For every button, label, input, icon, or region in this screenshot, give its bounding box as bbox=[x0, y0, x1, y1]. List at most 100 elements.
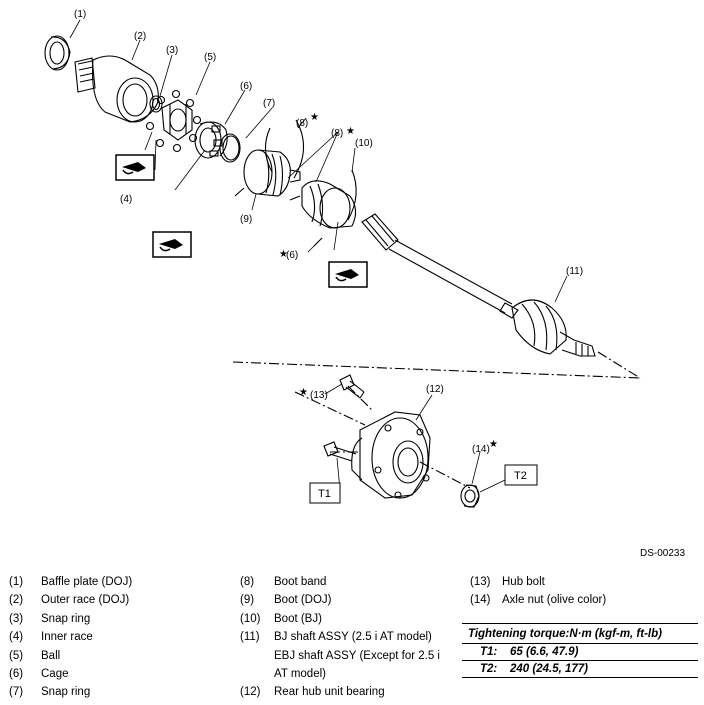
legend-number: (12) bbox=[240, 686, 261, 699]
grease-application-icon bbox=[115, 154, 155, 181]
legend-text: BJ shaft ASSY (2.5 i AT model) EBJ shaft… bbox=[274, 631, 440, 681]
legend-item: (3) Snap ring bbox=[9, 610, 219, 628]
tightening-torque-table: Tightening torque:N·m (kgf-m, ft-lb) T1:… bbox=[462, 623, 698, 678]
legend-item: (8) Boot band bbox=[240, 573, 455, 591]
legend-item: (4) Inner race bbox=[9, 628, 219, 646]
legend-number: (3) bbox=[9, 612, 24, 625]
callout-11: (11) bbox=[566, 266, 583, 277]
torque-value: 240 (24.5, 177) bbox=[510, 663, 589, 675]
callout-8b: (8) bbox=[331, 128, 343, 139]
legend-number: (10) bbox=[240, 612, 261, 625]
torque-row: T2: 240 (24.5, 177) bbox=[462, 661, 698, 678]
legend-text: Boot (BJ) bbox=[274, 612, 322, 625]
hub-unit-bearing-part bbox=[351, 411, 431, 499]
legend-number: (8) bbox=[240, 576, 255, 588]
hub-bolt-t1-part bbox=[323, 441, 357, 462]
callout-10: (10) bbox=[355, 138, 373, 149]
legend-text: Boot (DOJ) bbox=[274, 594, 332, 607]
legend-number: (4) bbox=[9, 631, 24, 644]
leader-lines bbox=[69, 19, 568, 493]
callout-14: (14) bbox=[472, 444, 490, 455]
legend-text: Cage bbox=[41, 668, 69, 681]
snap-ring-7-part bbox=[219, 133, 241, 163]
callout-1: (1) bbox=[74, 9, 86, 20]
baffle-plate-part bbox=[44, 35, 71, 71]
torque-label: T2: bbox=[480, 663, 498, 675]
doj-boot-part bbox=[234, 149, 301, 197]
legend-text: Outer race (DOJ) bbox=[41, 594, 130, 607]
legend-column-1: (1) Baffle plate (DOJ) (2) Outer race (DOJ… bbox=[9, 573, 219, 702]
svg-text:T1: T1 bbox=[318, 488, 331, 500]
torque-label: T1: bbox=[480, 646, 498, 658]
grease-application-icon bbox=[328, 261, 368, 288]
callout-6: (6) bbox=[240, 81, 252, 92]
callout-7: (7) bbox=[263, 98, 275, 109]
torque-row: T1: 65 (6.6, 47.9) bbox=[462, 644, 698, 661]
star-icon: ★ bbox=[310, 112, 319, 123]
callout-6b: (6) bbox=[286, 250, 298, 261]
torque-box-t2: T2 bbox=[504, 464, 538, 486]
legend-text: Boot band bbox=[274, 576, 327, 588]
legend-item: (9) Boot (DOJ) bbox=[240, 591, 455, 609]
legend-item: (2) Outer race (DOJ) bbox=[9, 591, 219, 609]
legend-column-2: (8) Boot band (9) Boot (DOJ) (10) Boot (BJ)… bbox=[240, 573, 455, 702]
star-icon: ★ bbox=[489, 439, 498, 450]
legend-item: (14)Axle nut (olive color) bbox=[470, 591, 700, 609]
callout-4: (4) bbox=[120, 194, 132, 205]
legend-item: (7) Snap ring bbox=[9, 683, 219, 701]
legend-number: (13) bbox=[470, 576, 491, 588]
legend-item: (10) Boot (BJ) bbox=[240, 610, 455, 628]
grease-application-icon bbox=[152, 231, 192, 258]
legend-number: (11) bbox=[240, 631, 260, 644]
axle-nut-part bbox=[460, 484, 480, 508]
exploded-drive-shaft-diagram: (1) (2) (3) (4) (5) (6) (7) (8) (8) (9) … bbox=[44, 9, 685, 559]
callout-12: (12) bbox=[426, 384, 444, 395]
legend-column-3: (13) Hub bolt (14)Axle nut (olive color) bbox=[470, 573, 700, 610]
legend-item: (1) Baffle plate (DOJ) bbox=[9, 573, 219, 591]
callout-13: (13) bbox=[310, 390, 328, 401]
legend-number: (9) bbox=[240, 594, 255, 607]
callout-2: (2) bbox=[134, 31, 146, 42]
legend-number: (2) bbox=[9, 594, 24, 607]
legend-text: Hub bolt bbox=[502, 576, 545, 588]
svg-text:T2: T2 bbox=[514, 470, 527, 482]
legend-text: Inner race bbox=[41, 631, 93, 644]
star-icon: ★ bbox=[346, 126, 355, 137]
torque-value: 65 (6.6, 47.9) bbox=[510, 646, 579, 658]
shaft-assembly-part bbox=[361, 213, 596, 357]
boot-band-part bbox=[264, 119, 357, 221]
ball-set-part bbox=[145, 89, 202, 153]
callout-3: (3) bbox=[166, 45, 178, 56]
callout-labels: (1) (2) (3) (4) (5) (6) (7) (8) (8) (9) … bbox=[74, 9, 583, 455]
legend-number: (5) bbox=[9, 649, 24, 662]
legend-number: (1) bbox=[9, 576, 24, 588]
legend-text: Rear hub unit bearing bbox=[274, 686, 385, 699]
star-icon: ★ bbox=[299, 387, 308, 398]
document-code: DS-00233 bbox=[640, 548, 685, 559]
legend-item: (11) BJ shaft ASSY (2.5 i AT model) EBJ s… bbox=[240, 628, 455, 683]
cage-part bbox=[194, 121, 228, 159]
legend-text: Baffle plate (DOJ) bbox=[41, 576, 133, 588]
torque-box-t1: T1 bbox=[309, 482, 341, 504]
star-marks: ★ ★ ★ ★ ★ bbox=[279, 112, 498, 450]
bj-boot-part bbox=[289, 180, 357, 247]
legend-text: Axle nut (olive color) bbox=[502, 594, 607, 607]
torque-heading: Tightening torque:N·m (kgf-m, ft-lb) bbox=[462, 623, 698, 644]
legend-number: (7) bbox=[9, 686, 24, 699]
legend-number: (6) bbox=[9, 668, 24, 681]
legend-text: Snap ring bbox=[41, 612, 91, 625]
legend-item: (6) Cage bbox=[9, 665, 219, 683]
star-icon: ★ bbox=[279, 249, 288, 260]
legend-item: (5) Ball bbox=[9, 647, 219, 665]
callout-5: (5) bbox=[204, 52, 216, 63]
legend-text: Ball bbox=[41, 649, 61, 662]
hub-bolt-part bbox=[339, 374, 365, 399]
legend-item: (12) Rear hub unit bearing bbox=[240, 683, 455, 701]
inner-race-part bbox=[161, 99, 193, 141]
callout-8a: (8) bbox=[296, 118, 308, 129]
outer-race-part bbox=[74, 55, 159, 123]
legend-text: Snap ring bbox=[41, 686, 91, 699]
snap-ring-3-part bbox=[149, 95, 163, 113]
alignment-lines bbox=[232, 351, 641, 489]
legend-item: (13) Hub bolt bbox=[470, 573, 700, 591]
